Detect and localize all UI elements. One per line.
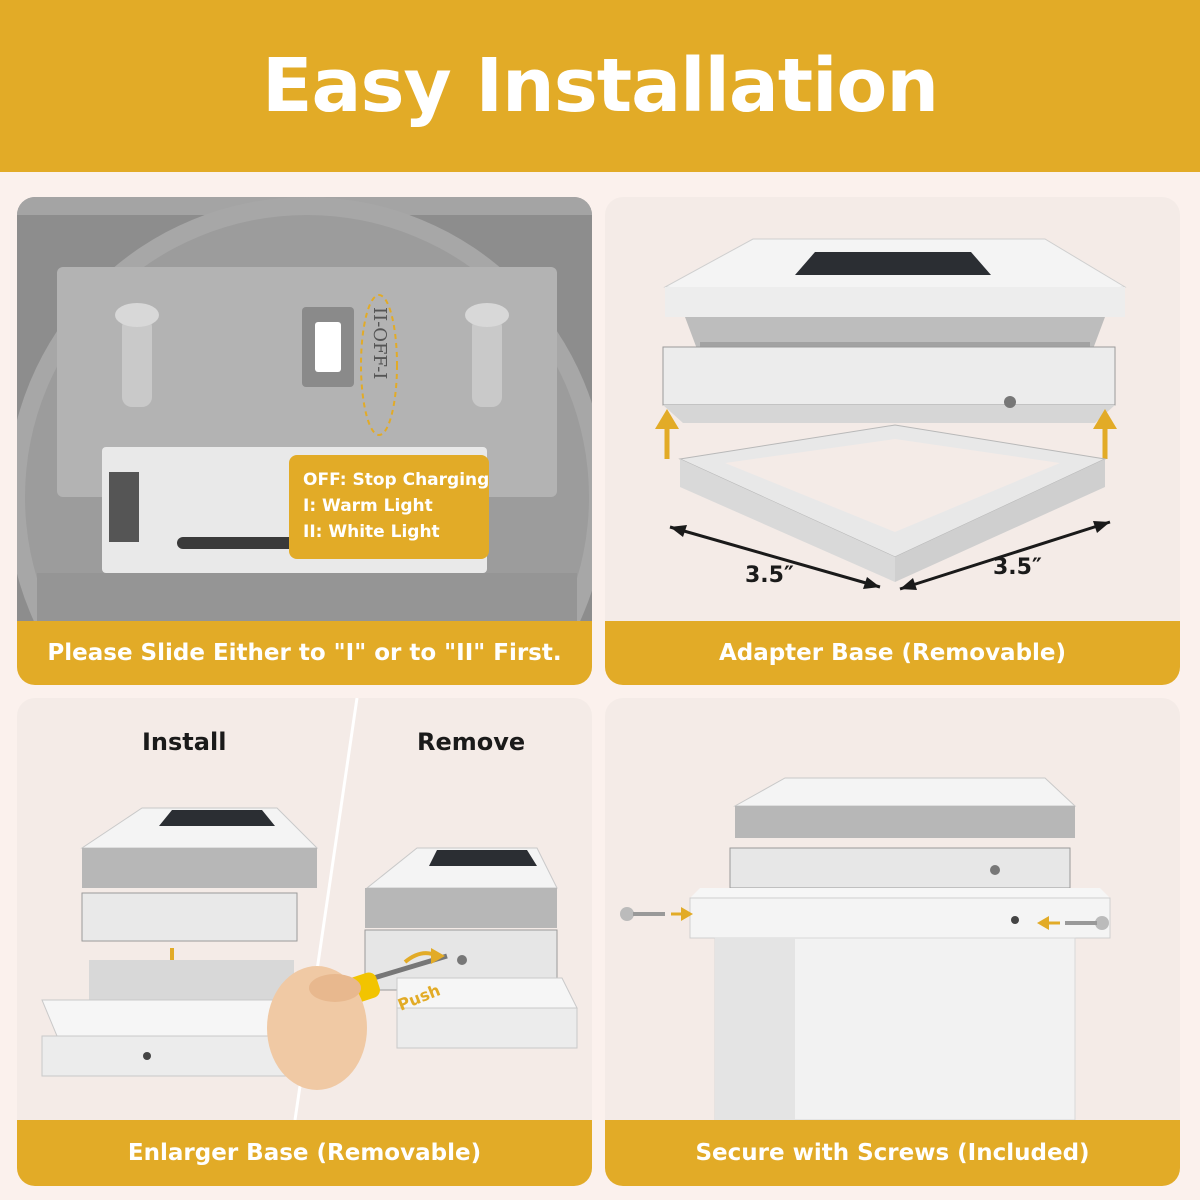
adapter-base-illustration — [655, 238, 1127, 591]
caption-bar: Adapter Base (Removable) — [605, 621, 1180, 685]
caption-enlarger: Enlarger Base (Removable) — [127, 1140, 482, 1166]
panel-switch: II-OFF-I OFF: Stop Charging I: Warm Ligh… — [17, 197, 592, 685]
caption-adapter: Adapter Base (Removable) — [718, 640, 1067, 666]
callout-white: II: White Light — [303, 522, 440, 542]
width-dimension-label: 3.5″ — [745, 563, 794, 588]
remove-label: Remove — [417, 728, 526, 756]
switch-marking: II-OFF-I — [369, 307, 390, 380]
caption-screws: Secure with Screws (Included) — [695, 1140, 1090, 1166]
caption-bar: Please Slide Either to "I" or to "II" Fi… — [17, 621, 592, 685]
caption-bar: Enlarger Base (Removable) — [17, 1120, 592, 1186]
caption-switch: Please Slide Either to "I" or to "II" Fi… — [47, 640, 562, 666]
header-banner: Easy Installation — [0, 0, 1200, 172]
panel-adapter: 3.5″ 3.5″ Adapter Base (Removable) — [605, 197, 1180, 685]
install-label: Install — [142, 728, 227, 756]
caption-bar: Secure with Screws (Included) — [605, 1120, 1180, 1186]
switch-callout: OFF: Stop Charging I: Warm Light II: Whi… — [289, 455, 489, 559]
panel-enlarger: Install Remove Push Enlarger Base (Remov… — [17, 698, 592, 1186]
panel-screws: Secure with Screws (Included) — [605, 698, 1180, 1186]
callout-off: OFF: Stop Charging — [303, 470, 490, 490]
depth-dimension-label: 3.5″ — [993, 555, 1042, 580]
enlarger-base-illustration — [41, 698, 578, 1120]
post-cap-screws-illustration — [620, 777, 1111, 1120]
callout-warm: I: Warm Light — [303, 496, 433, 516]
page-title: Easy Installation — [261, 43, 939, 129]
